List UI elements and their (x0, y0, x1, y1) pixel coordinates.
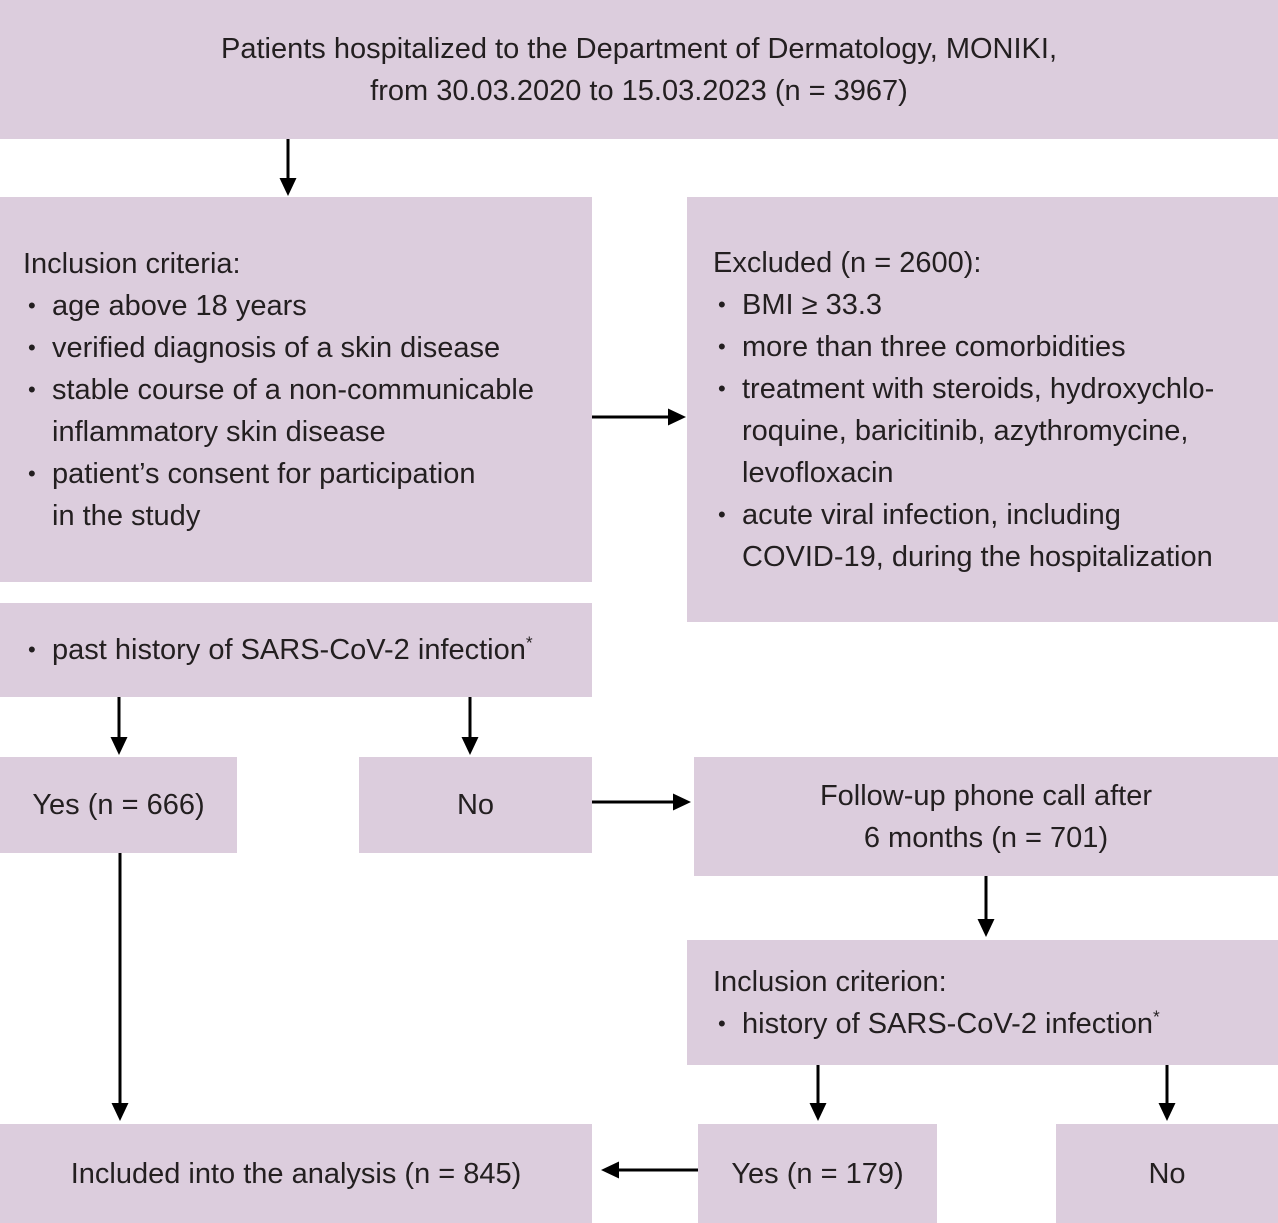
included-analysis-label: Included into the analysis (n = 845) (70, 1157, 522, 1190)
bullet-dot (23, 495, 52, 537)
list-item-continuation: inflammatory skin disease (23, 411, 582, 453)
list-item: • acute viral infection, including (713, 494, 1270, 536)
list-item-text: COVID-19, during the hospitalization (742, 540, 1213, 573)
list-item-text: patient’s consent for participation (52, 457, 476, 490)
inclusion-criterion-box: Inclusion criterion: • history of SARS-C… (687, 940, 1278, 1065)
list-item: • BMI ≥ 33.3 (713, 284, 1270, 326)
excluded-title: Excluded (n = 2600): (713, 246, 982, 279)
arrow-no-to-followup (592, 793, 691, 811)
header-line2: from 30.03.2020 to 15.03.2023 (n = 3967) (370, 74, 908, 107)
arrow-yes666-to-included (111, 853, 129, 1121)
list-item-continuation: levofloxacin (713, 452, 1270, 494)
included-analysis-box: Included into the analysis (n = 845) (0, 1124, 592, 1223)
bullet-dot (23, 411, 52, 453)
no-top-label: No (456, 789, 495, 821)
followup-box: Follow-up phone call after 6 months (n =… (694, 757, 1278, 876)
excluded-box: Excluded (n = 2600): • BMI ≥ 33.3 • more t… (687, 197, 1278, 622)
bullet-dot: • (718, 333, 726, 359)
list-item-text: acute viral infection, including (742, 498, 1121, 531)
list-item: • verified diagnosis of a skin disease (23, 327, 582, 369)
list-item: • more than three comorbidities (713, 326, 1270, 368)
list-item-text: verified diagnosis of a skin disease (52, 331, 501, 364)
list-item-text: stable course of a non-communicable (52, 373, 534, 406)
arrow-pasthistory-to-yes (110, 697, 128, 755)
header-line1: Patients hospitalized to the Department … (220, 32, 1057, 65)
inclusion-criterion-title: Inclusion criterion: (713, 965, 947, 998)
yes-179-box: Yes (n = 179) (698, 1124, 937, 1223)
list-item-text: roquine, baricitinib, azythromycine, (742, 414, 1189, 447)
list-item: • treatment with steroids, hydroxychlo- (713, 368, 1270, 410)
bullet-dot (713, 452, 742, 494)
followup-line1: Follow-up phone call after (819, 779, 1153, 812)
bullet-dot: • (28, 460, 36, 486)
past-history-text: past history of SARS-CoV-2 infection* (52, 632, 533, 666)
arrow-pasthistory-to-no (461, 697, 479, 755)
arrow-criterion-to-no-bottom (1158, 1065, 1176, 1121)
arrow-followup-to-criterion (977, 876, 995, 937)
bullet-dot: • (718, 1010, 726, 1036)
asterisk-footnote-marker: * (525, 632, 533, 653)
arrow-banner-to-inclusion (279, 139, 297, 196)
list-item: • past history of SARS-CoV-2 infection* (23, 629, 592, 671)
bullet-dot: • (718, 375, 726, 401)
list-item-text: inflammatory skin disease (52, 415, 386, 448)
arrow-yes179-to-included (601, 1161, 698, 1179)
list-item-continuation: COVID-19, during the hospitalization (713, 536, 1270, 578)
criterion-text: history of SARS-CoV-2 infection* (742, 1005, 1160, 1040)
inclusion-criteria-title: Inclusion criteria: (23, 247, 241, 280)
list-item-text: more than three comorbidities (742, 330, 1126, 363)
no-bottom-box: No (1056, 1124, 1278, 1223)
arrow-criterion-to-yes179 (809, 1065, 827, 1121)
bullet-dot: • (28, 292, 36, 318)
bullet-dot: • (718, 501, 726, 527)
arrow-inclusion-to-excluded (591, 408, 686, 426)
no-top-box: No (359, 757, 592, 853)
list-item-text: in the study (52, 499, 201, 532)
list-item-text: age above 18 years (52, 289, 307, 322)
bullet-dot: • (718, 291, 726, 317)
yes-666-label: Yes (n = 666) (32, 789, 205, 821)
list-item: • stable course of a non-communicable (23, 369, 582, 411)
list-item-continuation: roquine, baricitinib, azythromycine, (713, 410, 1270, 452)
bullet-dot: • (28, 334, 36, 360)
inclusion-criteria-box: Inclusion criteria: •age above 18 years … (0, 197, 592, 582)
past-history-box: • past history of SARS-CoV-2 infection* (0, 603, 592, 697)
list-item-continuation: in the study (23, 495, 582, 537)
list-item: • patient’s consent for participation (23, 453, 582, 495)
bullet-dot (713, 536, 742, 578)
list-item: • age above 18 years (23, 285, 582, 327)
list-item-text: treatment with steroids, hydroxychlo- (742, 372, 1215, 405)
followup-line2: 6 months (n = 701) (863, 821, 1109, 854)
bullet-dot (713, 410, 742, 452)
yes-179-label: Yes (n = 179) (731, 1157, 904, 1190)
yes-666-box: Yes (n = 666) (0, 757, 237, 853)
header-box: Patients hospitalized to the Department … (0, 0, 1278, 139)
asterisk-footnote-marker: * (1153, 1005, 1160, 1026)
bullet-dot: • (28, 637, 36, 662)
list-item-text: BMI ≥ 33.3 (742, 288, 883, 321)
no-bottom-label: No (1148, 1157, 1186, 1190)
list-item-text: levofloxacin (742, 456, 894, 489)
bullet-dot: • (28, 376, 36, 402)
list-item: • history of SARS-CoV-2 infection* (713, 1003, 1278, 1045)
